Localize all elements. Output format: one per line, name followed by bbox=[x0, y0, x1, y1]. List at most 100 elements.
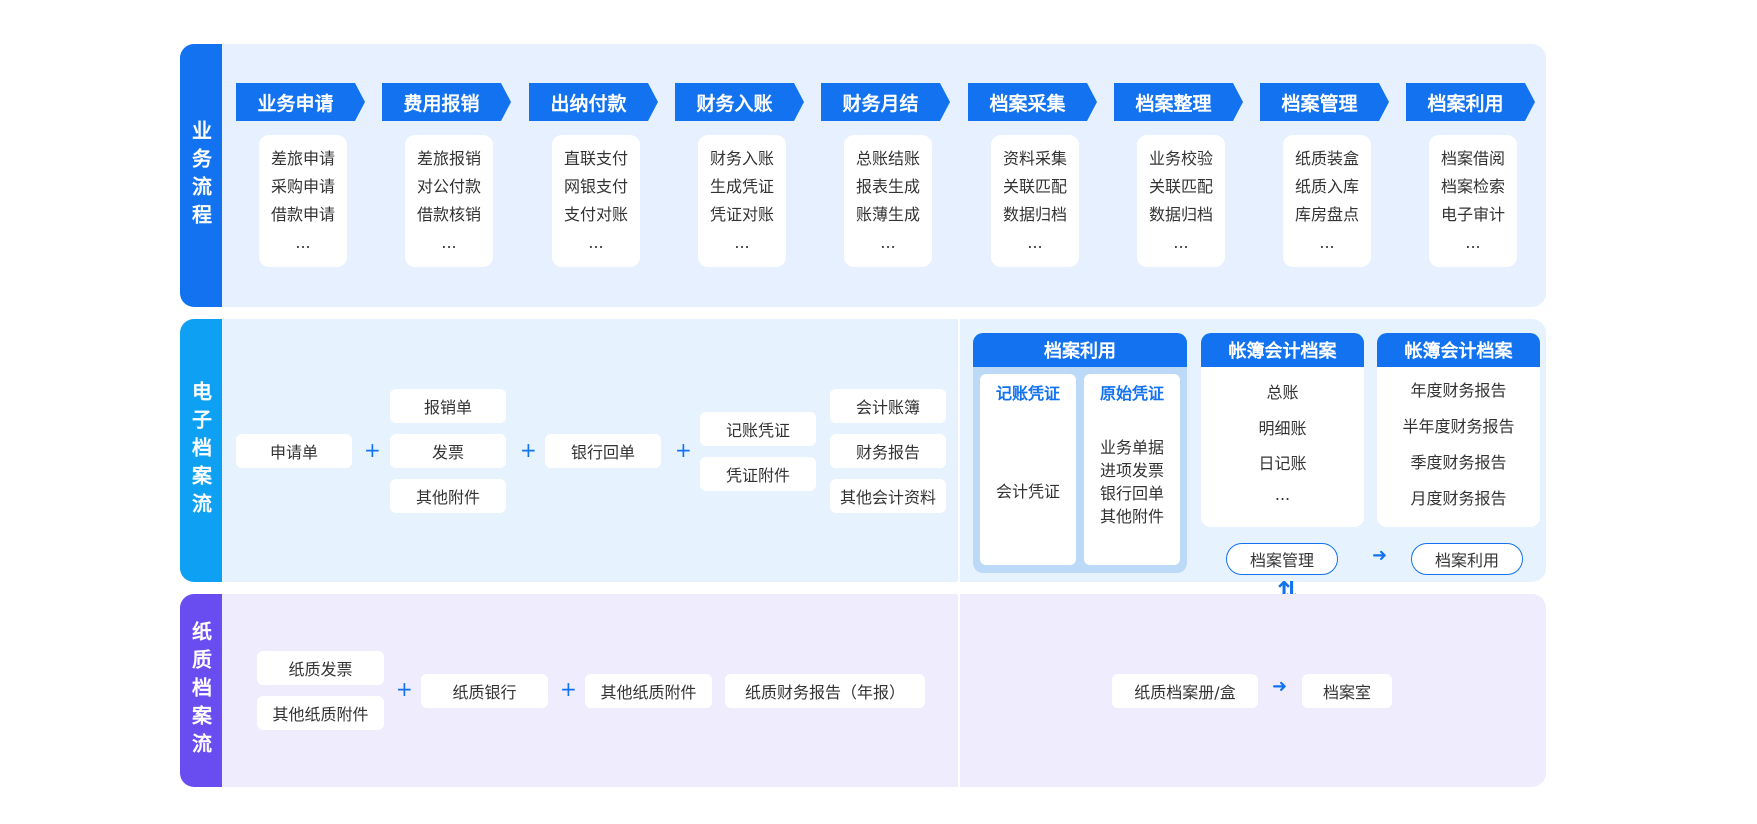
archive-use-button[interactable]: 档案利用 bbox=[1411, 543, 1523, 575]
plus-icon: + bbox=[520, 438, 537, 462]
electronic-flow-band: 电子档案流 申请单 + 报销单 发票 其他附件 + 银行回单 + 记账凭证 凭证… bbox=[180, 319, 1546, 582]
plus-icon: + bbox=[675, 438, 692, 462]
step-item: ... bbox=[734, 233, 750, 252]
archive-manage-button[interactable]: 档案管理 bbox=[1226, 543, 1338, 575]
step-item: ... bbox=[1465, 233, 1481, 252]
step-card-2: 差旅报销对公付款借款核销... bbox=[405, 135, 493, 267]
other-accounting-data: 其他会计资料 bbox=[830, 479, 946, 513]
step-item: 库房盘点 bbox=[1294, 205, 1359, 224]
ledger-item: 日记账 bbox=[1258, 454, 1307, 473]
electronic-flow-side: 电子档案流 bbox=[180, 319, 222, 582]
archive-use-header: 档案利用 bbox=[973, 333, 1187, 367]
original-voucher-column: 原始凭证 业务单据 进项发票 银行回单 其他附件 bbox=[1084, 374, 1180, 565]
ledger-archive-panel: 帐簿会计档案 总账 明细账 日记账 ... bbox=[1201, 333, 1364, 527]
band-divider bbox=[958, 319, 960, 582]
paper-archive-box: 纸质档案册/盒 bbox=[1112, 674, 1258, 708]
step-item: ... bbox=[588, 233, 604, 252]
step-item: 关联匹配 bbox=[1002, 177, 1067, 196]
step-card-1: 差旅申请采购申请借款申请... bbox=[259, 135, 347, 267]
report-item: 季度财务报告 bbox=[1410, 453, 1507, 472]
step-header-9: 档案利用 bbox=[1406, 83, 1535, 121]
step-item: 差旅报销 bbox=[416, 149, 481, 168]
step-item: ... bbox=[441, 233, 457, 252]
other-attachment: 其他附件 bbox=[390, 479, 506, 513]
paper-flow-side: 纸质档案流 bbox=[180, 594, 222, 787]
step-item: 数据归档 bbox=[1148, 205, 1213, 224]
business-flow-label: 业务流程 bbox=[188, 119, 213, 232]
step-item: 资料采集 bbox=[1002, 149, 1067, 168]
step-item: 对公付款 bbox=[416, 177, 481, 196]
accounting-voucher: 记账凭证 bbox=[700, 412, 816, 446]
paper-financial-report: 纸质财务报告（年报） bbox=[725, 674, 925, 708]
step-item: 借款申请 bbox=[270, 205, 335, 224]
step-card-8: 纸质装盒纸质入库库房盘点... bbox=[1283, 135, 1371, 267]
step-item: 生成凭证 bbox=[709, 177, 774, 196]
report-archive-panel: 帐簿会计档案 年度财务报告 半年度财务报告 季度财务报告 月度财务报告 bbox=[1377, 333, 1540, 527]
paper-flow-band: 纸质档案流 纸质发票 其他纸质附件 + 纸质银行 + 其他纸质附件 纸质财务报告… bbox=[180, 594, 1546, 787]
report-archive-header: 帐簿会计档案 bbox=[1377, 333, 1540, 367]
band-divider bbox=[958, 594, 960, 787]
original-voucher-item: 进项发票 bbox=[1099, 461, 1164, 480]
other-paper-attachment-2: 其他纸质附件 bbox=[585, 674, 712, 708]
step-item: 采购申请 bbox=[270, 177, 335, 196]
step-item: 借款核销 bbox=[416, 205, 481, 224]
paper-flow-label: 纸质档案流 bbox=[188, 620, 213, 761]
archive-use-panel: 档案利用 记账凭证 会计凭证 原始凭证 业务单据 进项发票 银行回单 其他附件 bbox=[973, 333, 1187, 573]
step-item: ... bbox=[1027, 233, 1043, 252]
ledger-item: 总账 bbox=[1266, 383, 1299, 402]
reimburse-form: 报销单 bbox=[390, 389, 506, 423]
step-item: 总账结账 bbox=[855, 149, 920, 168]
ledger-item: 明细账 bbox=[1258, 419, 1307, 438]
step-item: 关联匹配 bbox=[1148, 177, 1213, 196]
apply-form: 申请单 bbox=[236, 434, 352, 468]
report-item: 年度财务报告 bbox=[1410, 381, 1507, 400]
original-voucher-item: 其他附件 bbox=[1099, 507, 1164, 526]
step-item: 财务入账 bbox=[709, 149, 774, 168]
step-item: 纸质入库 bbox=[1294, 177, 1359, 196]
step-item: 差旅申请 bbox=[270, 149, 335, 168]
step-item: 纸质装盒 bbox=[1294, 149, 1359, 168]
original-voucher-item: 银行回单 bbox=[1099, 484, 1164, 503]
step-item: 档案检索 bbox=[1440, 177, 1505, 196]
step-card-7: 业务校验关联匹配数据归档... bbox=[1137, 135, 1225, 267]
step-header-7: 档案整理 bbox=[1114, 83, 1243, 121]
step-header-4: 财务入账 bbox=[675, 83, 804, 121]
step-header-8: 档案管理 bbox=[1260, 83, 1389, 121]
other-paper-attachment: 其他纸质附件 bbox=[257, 696, 384, 730]
step-header-3: 出纳付款 bbox=[529, 83, 658, 121]
step-item: 网银支付 bbox=[563, 177, 628, 196]
report-item: 月度财务报告 bbox=[1410, 489, 1507, 508]
step-item: 凭证对账 bbox=[709, 205, 774, 224]
voucher-attachment: 凭证附件 bbox=[700, 457, 816, 491]
step-item: ... bbox=[880, 233, 896, 252]
step-item: 支付对账 bbox=[563, 205, 628, 224]
step-card-5: 总账结账报表生成账薄生成... bbox=[844, 135, 932, 267]
paper-invoice: 纸质发票 bbox=[257, 651, 384, 685]
step-header-2: 费用报销 bbox=[382, 83, 511, 121]
step-item: 数据归档 bbox=[1002, 205, 1067, 224]
step-card-4: 财务入账生成凭证凭证对账... bbox=[698, 135, 786, 267]
invoice: 发票 bbox=[390, 434, 506, 468]
step-item: 档案借阅 bbox=[1440, 149, 1505, 168]
business-flow-side: 业务流程 bbox=[180, 44, 222, 307]
archive-room: 档案室 bbox=[1302, 674, 1392, 708]
step-item: 直联支付 bbox=[563, 149, 628, 168]
original-voucher-title: 原始凭证 bbox=[1099, 384, 1164, 403]
step-item: 电子审计 bbox=[1440, 205, 1505, 224]
step-card-6: 资料采集关联匹配数据归档... bbox=[991, 135, 1079, 267]
step-header-1: 业务申请 bbox=[236, 83, 365, 121]
step-header-6: 档案采集 bbox=[968, 83, 1097, 121]
step-item: 报表生成 bbox=[855, 177, 920, 196]
step-item: ... bbox=[1319, 233, 1335, 252]
arrow-right-icon: ➜ bbox=[1372, 545, 1388, 566]
step-item: ... bbox=[1173, 233, 1189, 252]
voucher-column-title: 记账凭证 bbox=[995, 384, 1060, 403]
financial-report: 财务报告 bbox=[830, 434, 946, 468]
original-voucher-item: 业务单据 bbox=[1099, 438, 1164, 457]
bank-receipt: 银行回单 bbox=[545, 434, 661, 468]
step-item: 账薄生成 bbox=[855, 205, 920, 224]
step-item: ... bbox=[295, 233, 311, 252]
ledger-archive-header: 帐簿会计档案 bbox=[1201, 333, 1364, 367]
paper-bank: 纸质银行 bbox=[421, 674, 548, 708]
step-card-3: 直联支付网银支付支付对账... bbox=[552, 135, 640, 267]
